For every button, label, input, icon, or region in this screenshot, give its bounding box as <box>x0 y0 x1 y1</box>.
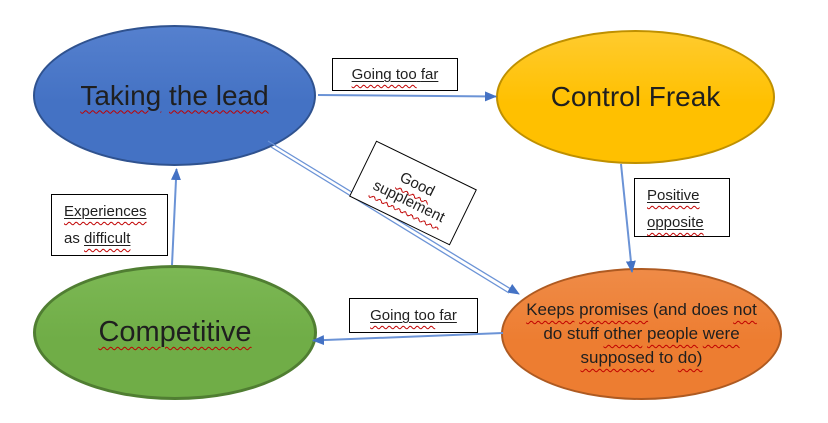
label-going-too-far-top-text: Going too far <box>351 66 439 83</box>
ellipse-competitive-label: Competitive <box>98 316 252 348</box>
ellipse-competitive: Competitive <box>33 265 317 400</box>
arrow-competitive-to-lead <box>170 168 181 266</box>
label-going-too-far-top: Going too far <box>332 58 458 91</box>
arrow-keepspromises-to-competitive <box>312 332 504 346</box>
label-going-too-far-bottom: Going too far <box>349 298 478 333</box>
ellipse-control-freak: Control Freak <box>496 30 775 164</box>
label-going-too-far-bottom-text: Going too far <box>370 307 457 324</box>
ellipse-taking-the-lead-label: Taking the lead <box>80 79 269 111</box>
ellipse-control-freak-label: Control Freak <box>550 81 721 112</box>
arrow-controlfreak-to-keepspromises <box>620 163 636 273</box>
ellipse-taking-the-lead: Taking the lead <box>33 25 316 166</box>
arrow-lead-to-controlfreak <box>317 91 497 102</box>
